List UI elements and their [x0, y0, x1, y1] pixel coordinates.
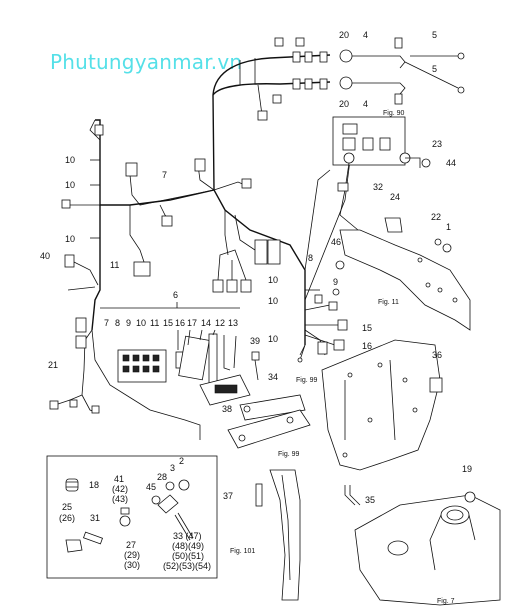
callout-40: 40 — [40, 251, 50, 261]
bolt-46-icon — [335, 260, 345, 270]
fig-99-ref-upper: Fig. 99 — [296, 377, 318, 384]
callout-36: 36 — [432, 350, 442, 360]
callout-29: (29) — [124, 550, 140, 560]
fig-7-ref: Fig. 7 — [437, 598, 455, 605]
callout-12: 12 — [215, 318, 225, 328]
callout-33: 33 (47) — [173, 531, 202, 541]
callout-10-d: 10 — [268, 275, 278, 285]
callout-15: 15 — [362, 323, 372, 333]
callout-8-panel: 8 — [115, 318, 120, 328]
fuel-tank — [354, 491, 501, 606]
callout-11-panel: 11 — [150, 318, 159, 328]
fig-90-ref: Fig. 90 — [383, 110, 405, 117]
switch-14 — [178, 335, 210, 381]
callout-39: 39 — [250, 336, 260, 346]
switch-12 — [208, 333, 218, 385]
callout-31: 31 — [90, 513, 100, 523]
callout-8: 8 — [308, 253, 313, 263]
callout-41: 41 — [114, 474, 124, 484]
callout-16-panel: 16 — [175, 318, 185, 328]
bolt-1-icon — [442, 243, 452, 253]
bolt-9-icon — [332, 288, 340, 296]
callout-14: 14 — [201, 318, 211, 328]
callout-16: 16 — [362, 341, 372, 351]
callout-17: 17 — [187, 318, 197, 328]
callout-38: 38 — [222, 404, 232, 414]
fig-99-ref-lower: Fig. 99 — [278, 451, 300, 458]
callout-45: 45 — [146, 482, 156, 492]
callout-46: 46 — [331, 237, 341, 247]
callout-5-bottom: 5 — [432, 64, 437, 74]
fig-11-ref: Fig. 11 — [378, 299, 399, 306]
callout-1: 1 — [446, 222, 451, 232]
callout-27: 27 — [126, 540, 136, 550]
callout-24: 24 — [390, 192, 400, 202]
callout-44: 44 — [446, 158, 456, 168]
callout-33-b: (48)(49) — [172, 541, 204, 551]
callout-30: (30) — [124, 560, 140, 570]
callout-28: 28 — [157, 472, 167, 482]
callout-4-bottom: 4 — [363, 99, 368, 109]
callout-9: 9 — [333, 277, 338, 287]
callout-33-d: (52)(53)(54) — [163, 561, 211, 571]
callout-9-panel: 9 — [126, 318, 131, 328]
callout-32: 32 — [373, 182, 383, 192]
callout-10-e: 10 — [268, 296, 278, 306]
callout-15-panel: 15 — [163, 318, 173, 328]
callout-10-c: 10 — [65, 234, 75, 244]
main-harness — [49, 94, 351, 440]
callout-18: 18 — [89, 480, 99, 490]
indicator-panel — [117, 349, 167, 383]
callout-7: 7 — [104, 318, 109, 328]
callout-3: 3 — [170, 463, 175, 473]
fig-101-ref: Fig. 101 — [230, 548, 255, 555]
battery — [332, 116, 431, 241]
callout-35: 35 — [365, 495, 375, 505]
callout-21: 21 — [48, 360, 58, 370]
callout-10-f: 10 — [268, 334, 278, 344]
callout-34: 34 — [268, 372, 278, 382]
callout-13: 13 — [228, 318, 238, 328]
callout-6: 6 — [173, 290, 178, 300]
callout-33-c: (50)(51) — [172, 551, 204, 561]
callout-26: (26) — [59, 513, 75, 523]
callout-10-a: 10 — [65, 155, 75, 165]
callout-11-left: 11 — [110, 260, 119, 270]
callout-22: 22 — [431, 212, 441, 222]
frame-plate — [339, 217, 471, 331]
callout-42: (42) — [112, 484, 128, 494]
callout-4-top: 4 — [363, 30, 368, 40]
wire-13 — [223, 335, 231, 371]
callout-2: 2 — [179, 456, 184, 466]
bolt-22-icon — [434, 238, 442, 246]
callout-5-top: 5 — [432, 30, 437, 40]
callout-37: 37 — [223, 491, 233, 501]
callout-20-top: 20 — [339, 30, 349, 40]
callout-10-b: 10 — [65, 180, 75, 190]
callout-43: (43) — [112, 494, 128, 504]
hardware-box — [46, 455, 218, 579]
watermark-text: Phutungyanmar.vn — [50, 50, 243, 74]
hardware-items — [65, 478, 194, 553]
switch-bracket — [199, 351, 311, 449]
side-panel — [321, 339, 443, 506]
callout-25: 25 — [62, 502, 72, 512]
callout-23: 23 — [432, 139, 442, 149]
lever-assembly — [255, 469, 301, 601]
callout-19: 19 — [462, 464, 472, 474]
callout-7-top: 7 — [162, 170, 167, 180]
callout-10-panel: 10 — [136, 318, 146, 328]
callout-20-bottom: 20 — [339, 99, 349, 109]
top-harness-branch — [212, 37, 465, 121]
